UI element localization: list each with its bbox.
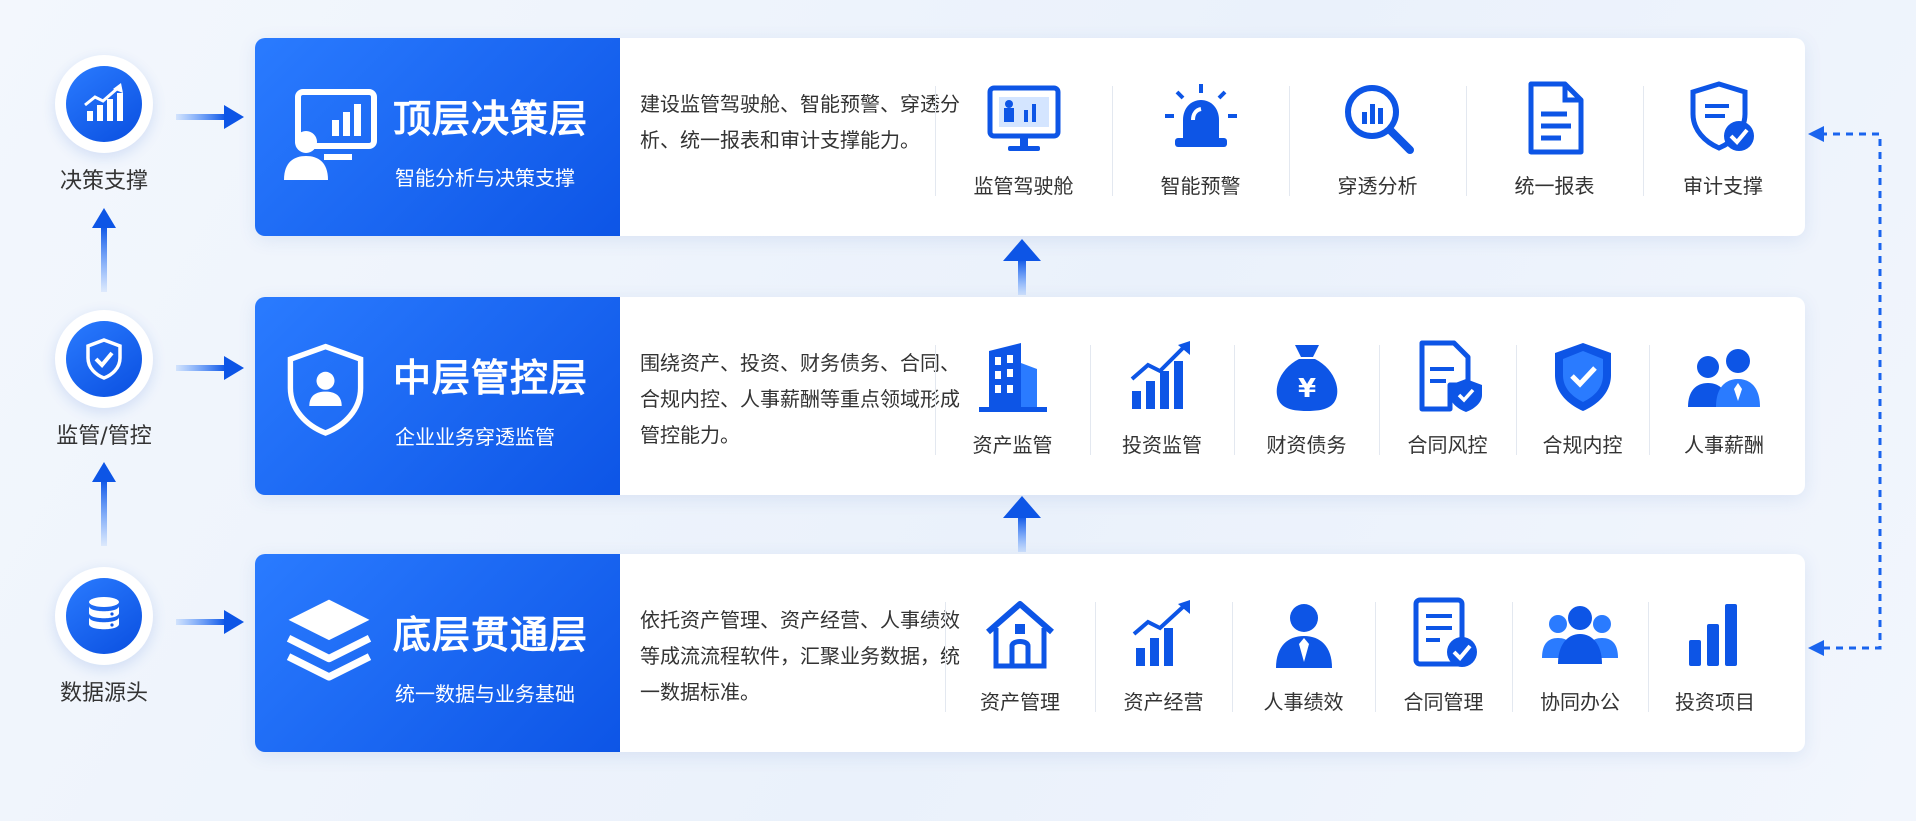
item-alarm[interactable]: 智能预警 <box>1112 38 1289 236</box>
item-investment-project[interactable]: 投资项目 <box>1648 554 1782 752</box>
item-analysis[interactable]: 穿透分析 <box>1289 38 1466 236</box>
svg-text:¥: ¥ <box>1297 374 1315 404</box>
item-label: 人事绩效 <box>1263 690 1344 714</box>
right-arrow-icon <box>176 105 244 129</box>
alarm-light-icon <box>1164 84 1237 147</box>
shield-check-icon <box>1554 343 1611 411</box>
item-audit[interactable]: 审计支撑 <box>1643 38 1803 236</box>
left-label: 监管/管控 <box>56 424 152 449</box>
layer-description: 围绕资产、投资、财务债务、合同、合规内控、人事薪酬等重点领域形成管控能力。 <box>640 351 960 447</box>
layer-bottom: 底层贯通层 统一数据与业务基础 依托资产管理、资产经营、人事绩效等成流流程软件，… <box>255 554 1805 752</box>
item-label: 资产监管 <box>972 433 1053 457</box>
item-label: 智能预警 <box>1160 174 1241 198</box>
item-label: 资产经营 <box>1123 690 1204 714</box>
left-label: 数据源头 <box>59 681 148 706</box>
contract-check-icon <box>1413 597 1477 667</box>
bar-chart-icon <box>1689 604 1737 666</box>
money-bag-icon: ¥ <box>1276 345 1337 411</box>
layer-top: 顶层决策层 智能分析与决策支撑 建设监管驾驶舱、智能预警、穿透分析、统一报表和审… <box>255 38 1805 236</box>
item-label: 投资项目 <box>1675 690 1755 714</box>
layer-title: 底层贯通层 <box>393 613 589 657</box>
left-node-supervision: 监管/管控 <box>46 310 162 450</box>
item-label: 统一报表 <box>1514 174 1595 198</box>
item-label: 协同办公 <box>1540 690 1620 714</box>
layers-icon <box>286 599 372 681</box>
item-label: 合同风控 <box>1407 433 1488 457</box>
presentation-icon <box>284 89 377 180</box>
left-node-decision: 决策支撑 <box>46 55 162 195</box>
growth-bars-icon <box>1132 600 1190 666</box>
item-label: 人事薪酬 <box>1684 433 1764 457</box>
item-label: 穿透分析 <box>1337 174 1418 198</box>
item-report[interactable]: 统一报表 <box>1466 38 1643 236</box>
layer-description: 依托资产管理、资产经营、人事绩效等成流流程软件，汇聚业务数据，统一数据标准。 <box>640 608 960 704</box>
up-arrow-icon <box>92 462 116 546</box>
item-monitor-dashboard[interactable]: 监管驾驶舱 <box>935 38 1112 236</box>
item-investment-supervision[interactable]: 投资监管 <box>1090 297 1234 495</box>
item-contract-management[interactable]: 合同管理 <box>1375 554 1512 752</box>
item-label: 投资监管 <box>1122 433 1202 457</box>
layer-title: 顶层决策层 <box>393 97 589 141</box>
building-icon <box>978 343 1047 412</box>
up-arrow-icon <box>1003 239 1041 295</box>
house-icon <box>986 601 1054 669</box>
up-arrow-icon <box>92 208 116 292</box>
item-label: 财资债务 <box>1266 433 1347 457</box>
item-compliance[interactable]: 合规内控 <box>1516 297 1649 495</box>
layer-subtitle: 智能分析与决策支撑 <box>395 166 575 190</box>
team-icon <box>1542 606 1618 664</box>
item-label: 资产管理 <box>980 690 1060 714</box>
item-hr-performance[interactable]: 人事绩效 <box>1232 554 1375 752</box>
feedback-connector <box>1808 126 1882 656</box>
layer-items: 资产监管 投资监管 ¥ <box>935 297 1799 495</box>
layer-items: 资产管理 资产经营 <box>945 554 1782 752</box>
contract-shield-icon <box>1419 340 1482 412</box>
layer-header: 顶层决策层 智能分析与决策支撑 <box>255 38 620 236</box>
item-hr-salary[interactable]: 人事薪酬 <box>1649 297 1799 495</box>
item-label: 审计支撑 <box>1683 174 1763 198</box>
database-icon <box>89 597 119 630</box>
growth-bars-icon <box>1130 341 1190 409</box>
item-asset-operation[interactable]: 资产经营 <box>1095 554 1232 752</box>
item-finance-debt[interactable]: ¥ 财资债务 <box>1234 297 1379 495</box>
item-asset-management[interactable]: 资产管理 <box>945 554 1095 752</box>
item-collaboration[interactable]: 协同办公 <box>1512 554 1648 752</box>
layer-header: 中层管控层 企业业务穿透监管 <box>255 297 620 495</box>
item-label: 合规内控 <box>1542 433 1623 457</box>
shield-document-icon <box>1690 81 1754 151</box>
up-arrow-icon <box>1003 496 1041 552</box>
shield-user-icon <box>287 343 364 436</box>
layer-description: 建设监管驾驶舱、智能预警、穿透分析、统一报表和审计支撑能力。 <box>640 92 960 152</box>
shield-check-icon <box>86 338 122 380</box>
layer-middle: 中层管控层 企业业务穿透监管 围绕资产、投资、财务债务、合同、合规内控、人事薪酬… <box>255 297 1805 495</box>
magnifier-chart-icon <box>1344 85 1414 154</box>
monitor-dashboard-icon <box>987 85 1060 151</box>
person-tie-icon <box>1275 604 1332 668</box>
layer-header: 底层贯通层 统一数据与业务基础 <box>255 554 620 752</box>
left-node-datasource: 数据源头 <box>46 567 162 707</box>
document-icon <box>1528 81 1583 155</box>
item-label: 监管驾驶舱 <box>973 174 1074 198</box>
right-arrow-icon <box>176 356 244 380</box>
item-label: 合同管理 <box>1403 690 1484 714</box>
right-arrow-icon <box>176 610 244 634</box>
chart-growth-icon <box>84 83 123 121</box>
layer-subtitle: 企业业务穿透监管 <box>395 425 555 449</box>
layer-items: 监管驾驶舱 智能预警 <box>935 38 1803 236</box>
left-label: 决策支撑 <box>59 169 148 194</box>
layer-subtitle: 统一数据与业务基础 <box>395 682 575 706</box>
layer-title: 中层管控层 <box>393 356 589 400</box>
people-icon <box>1688 349 1760 407</box>
item-asset-supervision[interactable]: 资产监管 <box>935 297 1090 495</box>
item-contract-risk[interactable]: 合同风控 <box>1379 297 1516 495</box>
